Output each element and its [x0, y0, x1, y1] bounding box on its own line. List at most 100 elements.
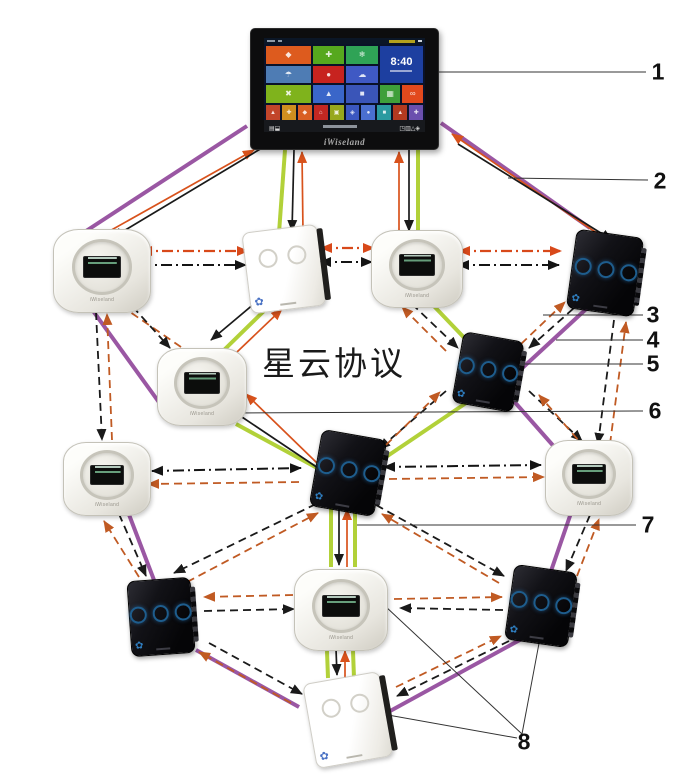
- black-touch-switch: ✿: [504, 563, 581, 649]
- touch-button-row: [129, 603, 193, 625]
- link-line-G: [325, 650, 330, 679]
- link-line-bd: [399, 603, 504, 614]
- tile-grid-left: ◆✚❄☂●☁✖▲■: [266, 46, 378, 104]
- sensor-ring: [72, 239, 132, 295]
- link-line-G: [351, 650, 356, 679]
- tile-icon: ✚: [413, 109, 419, 116]
- touch-button-row: [245, 242, 321, 270]
- white-touch-switch: ✿: [241, 223, 332, 315]
- link-line-P: [549, 512, 573, 572]
- tile-icon: ▲: [397, 109, 404, 116]
- switch-logo-mark: [280, 301, 297, 306]
- app-tile: ■: [346, 85, 378, 104]
- tile-icon: ▲: [269, 109, 276, 116]
- app-tile: ☁: [346, 65, 378, 84]
- link-line-P: [195, 648, 300, 709]
- tile-icon: ■: [359, 89, 365, 99]
- signal-icon: [267, 40, 275, 42]
- link-line-O: [451, 133, 605, 239]
- callout-number-5: 5: [646, 350, 660, 377]
- white-sensor-device: iWiseland: [371, 230, 463, 308]
- link-line-P: [126, 511, 156, 581]
- sensor-ring: [561, 448, 617, 500]
- statusbar-highlight: [389, 39, 415, 43]
- device-brand-label: iWiseland: [94, 501, 120, 508]
- device-brand-label: iWiseland: [189, 410, 215, 417]
- app-tile: ◆: [266, 46, 311, 64]
- link-line-od: [576, 518, 600, 577]
- app-tile: ▦: [379, 84, 401, 103]
- bottombar-left-icons: ▤⬓: [269, 117, 280, 132]
- touch-button-circle: [257, 247, 279, 269]
- black-touch-switch: ✿: [126, 576, 199, 658]
- tile-icon: ⌂: [318, 109, 323, 116]
- tile-icon: ◈: [350, 109, 355, 116]
- touch-button-circle: [338, 459, 359, 480]
- mini-tile-row: ▲✚◆⌂▣◈●■▲✚: [264, 105, 425, 120]
- link-line-bd: [95, 311, 107, 441]
- clock-time: 8:40: [390, 55, 413, 68]
- link-line-B: [457, 143, 613, 241]
- touch-button-circle: [151, 604, 170, 623]
- link-line-O: [245, 393, 318, 464]
- sensor-lcd-display: [322, 594, 360, 618]
- app-tile: ●: [361, 105, 376, 120]
- app-tile: ✖: [266, 85, 311, 104]
- link-line-B: [210, 302, 256, 341]
- link-line-od: [381, 513, 500, 584]
- app-tile: ●: [312, 65, 345, 84]
- link-line-od: [102, 313, 113, 441]
- link-line-O: [236, 308, 283, 353]
- control-tablet: ◆✚❄☂●☁✖▲■ 8:40 ▦∞ ▲✚◆⌂▣◈●■▲✚ ▤⬓ ◳▥△◈ iWi…: [250, 28, 439, 150]
- touch-button-circle: [509, 589, 529, 610]
- white-touch-switch: ✿: [302, 670, 398, 770]
- tablet-screen: ◆✚❄☂●☁✖▲■ 8:40 ▦∞ ▲✚◆⌂▣◈●■▲✚ ▤⬓ ◳▥△◈: [264, 38, 425, 132]
- white-sensor-device: iWiseland: [157, 348, 247, 426]
- flower-decor-icon: ✿: [508, 624, 519, 637]
- sensor-ring: [312, 579, 370, 633]
- touch-button-circle: [479, 359, 498, 380]
- link-line-G: [381, 399, 471, 461]
- white-sensor-device: iWiseland: [545, 440, 633, 516]
- tile-icon: ✚: [286, 109, 292, 116]
- link-line-O: [297, 151, 308, 234]
- link-line-bd: [594, 319, 615, 445]
- clock-tile: 8:40: [379, 46, 423, 83]
- app-tile: ∞: [402, 84, 423, 103]
- link-line-P: [516, 297, 599, 374]
- tile-icon: ●: [326, 69, 332, 79]
- sensor-lcd-display: [89, 464, 125, 486]
- tile-icon: ❄: [358, 49, 366, 59]
- link-line-bd: [173, 503, 317, 574]
- touch-button-row: [306, 690, 384, 722]
- link-line-bd: [396, 640, 510, 697]
- touch-button-row: [572, 256, 640, 282]
- link-line-B: [331, 648, 342, 676]
- callout-number-2: 2: [653, 167, 667, 194]
- flower-decor-icon: ✿: [253, 295, 265, 309]
- tile-icon: ■: [382, 109, 387, 116]
- tile-icon: ∞: [409, 88, 416, 98]
- link-line-bd: [123, 296, 171, 349]
- switch-logo-mark: [593, 304, 608, 309]
- tile-icon: ▲: [324, 89, 333, 99]
- tile-icon: ☂: [284, 69, 293, 79]
- link-line-bdd: [151, 463, 302, 476]
- sensor-lcd-display: [398, 254, 436, 276]
- device-brand-label: iWiseland: [576, 501, 602, 508]
- switch-logo-mark: [529, 635, 544, 640]
- black-touch-switch: ✿: [451, 331, 528, 413]
- switch-logo-mark: [156, 647, 171, 651]
- touch-button-circle: [174, 603, 193, 622]
- protocol-links: [58, 121, 630, 718]
- link-line-bd: [203, 604, 295, 615]
- app-tile: ◈: [345, 105, 360, 120]
- sensor-ring: [388, 239, 446, 291]
- touch-button-row: [509, 589, 574, 616]
- bottombar-icon: ▥: [405, 126, 411, 132]
- link-line-od: [203, 591, 294, 602]
- link-line-G: [277, 149, 287, 234]
- tablet-bottombar: ▤⬓ ◳▥△◈: [264, 120, 425, 132]
- device-brand-label: iWiseland: [328, 635, 354, 641]
- tile-icon: ☁: [358, 69, 367, 79]
